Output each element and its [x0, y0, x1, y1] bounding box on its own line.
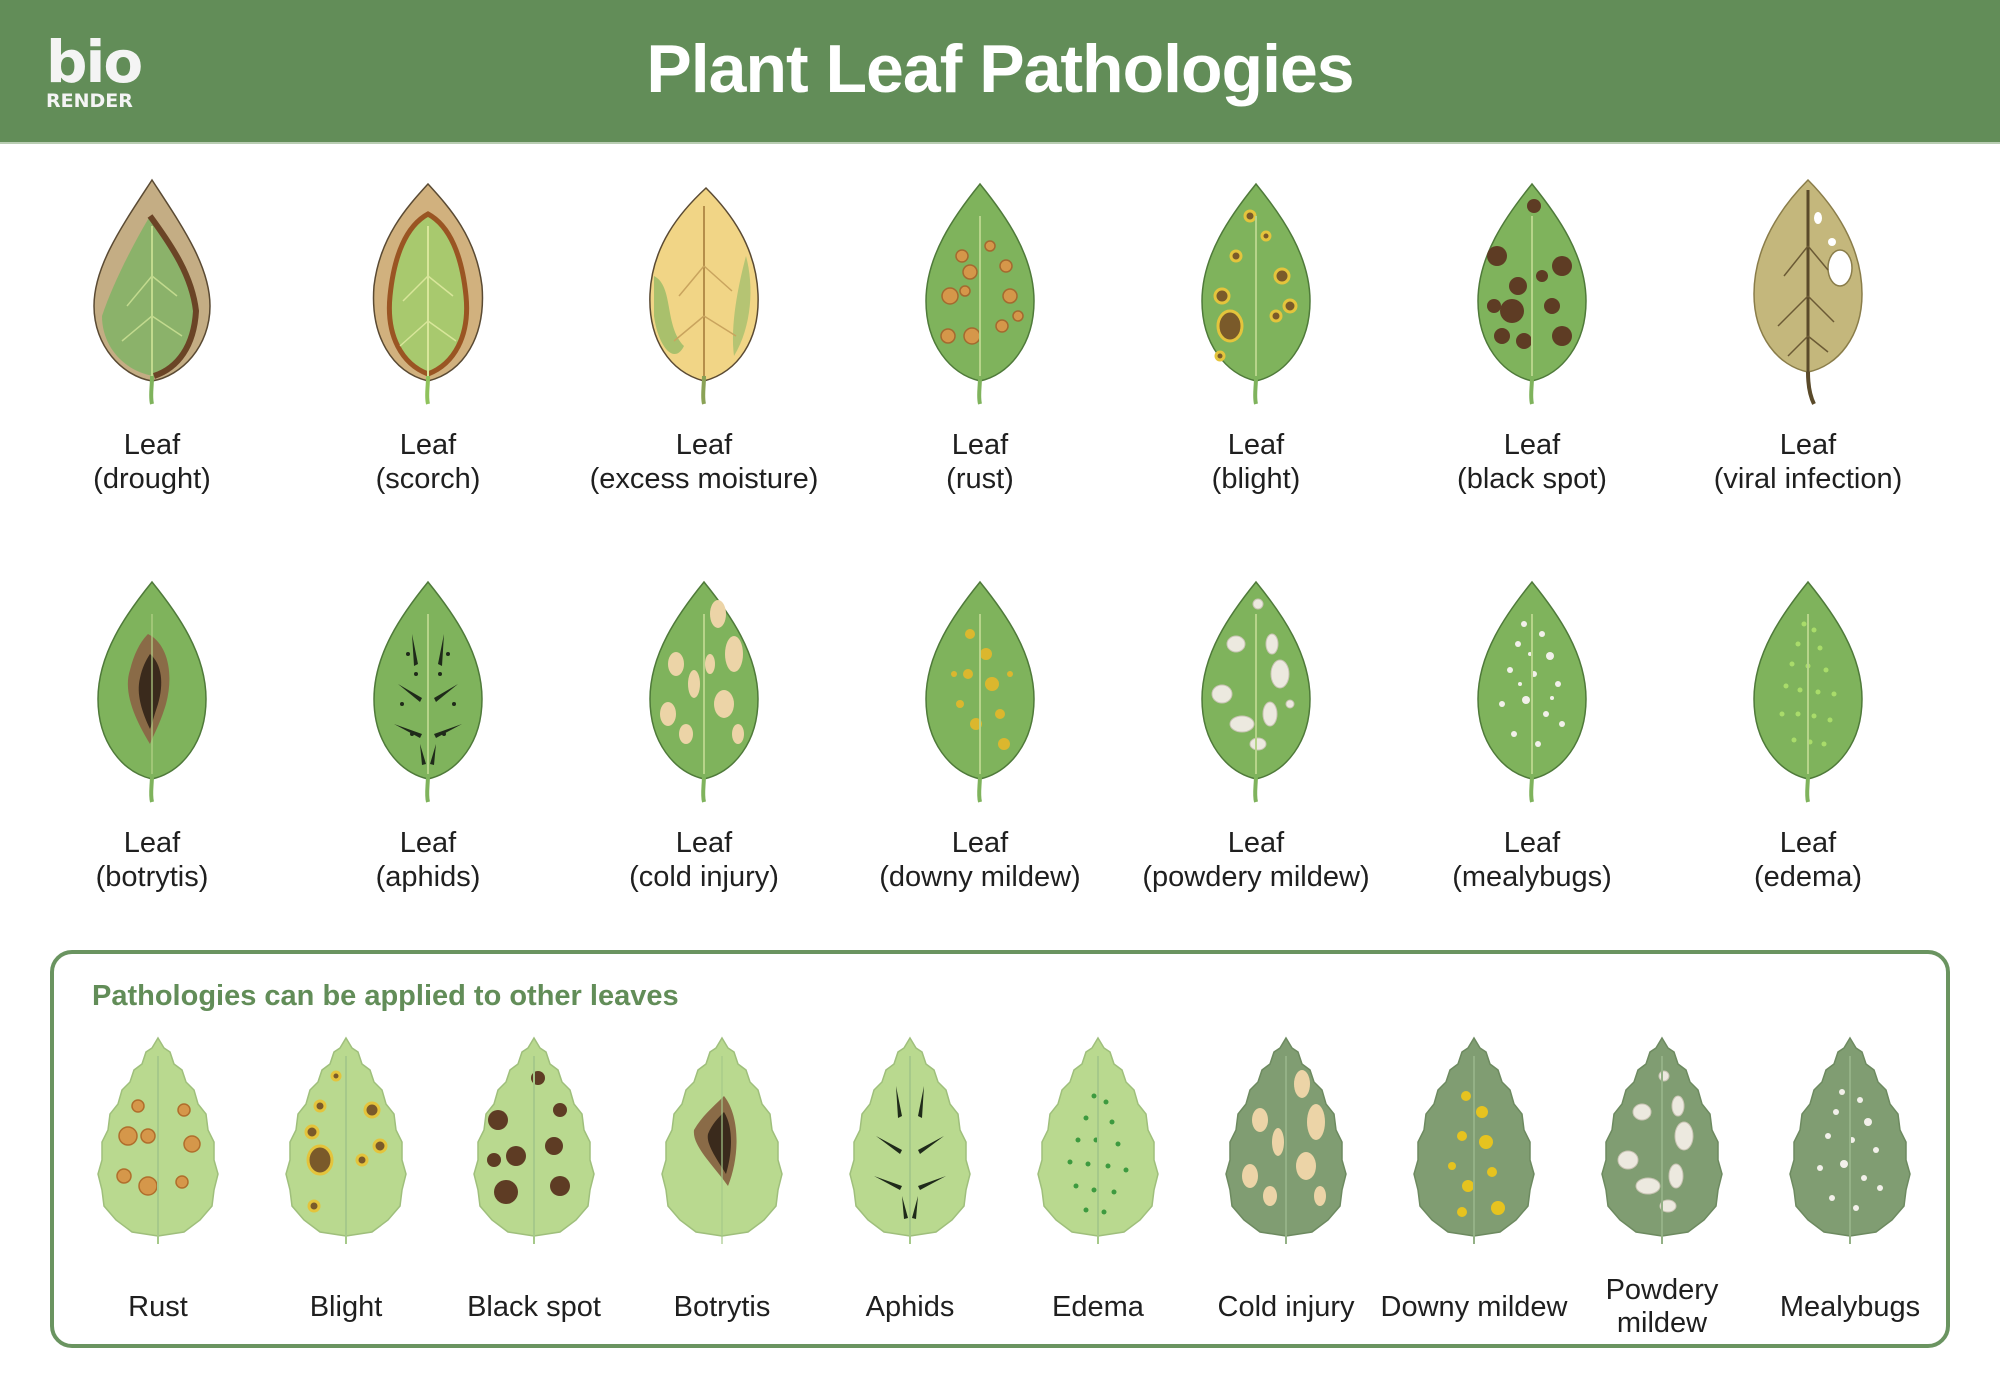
- serrated-leaf-downy-mildew-icon: [1413, 1036, 1535, 1244]
- leaf-label: Leaf(black spot): [1457, 429, 1607, 495]
- serrated-leaf-label: Downy mildew: [1380, 1290, 1568, 1323]
- leaf-excess-moisture-icon: [649, 186, 759, 405]
- serrated-leaf-label: Mealybugs: [1779, 1290, 1921, 1323]
- leaf-label: Leaf(mealybugs): [1452, 827, 1612, 893]
- leaf-label: Leaf(blight): [1211, 429, 1301, 495]
- leaf-item-rust: Leaf(rust): [842, 176, 1118, 496]
- leaf-label: Leaf(cold injury): [629, 827, 779, 893]
- serrated-leaf-blight-icon: [285, 1036, 407, 1244]
- serrated-leaf-item-powdery-mildew: Powdery mildew: [1568, 1036, 1756, 1339]
- leaf-item-black-spot: Leaf(black spot): [1394, 176, 1670, 496]
- leaf-label: Leaf(rust): [946, 429, 1014, 495]
- biorender-logo: bio RENDER: [46, 28, 143, 112]
- leaf-item-drought: Leaf(drought): [14, 176, 290, 496]
- leaf-item-excess-moisture: Leaf(excess moisture): [566, 176, 842, 496]
- serrated-leaf-label: Cold injury: [1217, 1290, 1355, 1323]
- leaf-scorch-icon: [372, 182, 484, 405]
- serrated-leaf-botrytis-icon: [661, 1036, 783, 1244]
- leaf-black-spot-icon: [1477, 182, 1587, 405]
- serrated-leaf-item-botrytis: Botrytis: [628, 1036, 816, 1323]
- leaf-item-blight: Leaf(blight): [1118, 176, 1394, 496]
- serrated-leaf-edema-icon: [1037, 1036, 1159, 1244]
- leaf-label: Leaf(scorch): [375, 429, 481, 495]
- serrated-leaf-rust-icon: [97, 1036, 219, 1244]
- leaf-label: Leaf(edema): [1754, 827, 1862, 893]
- leaf-item-edema: Leaf(edema): [1670, 574, 1946, 894]
- serrated-leaf-item-mealybugs: Mealybugs: [1756, 1036, 1944, 1323]
- leaf-label: Leaf(downy mildew): [879, 827, 1081, 893]
- serrated-leaf-label: Black spot: [467, 1290, 601, 1323]
- serrated-leaf-item-black-spot: Black spot: [440, 1036, 628, 1323]
- leaf-item-scorch: Leaf(scorch): [290, 176, 566, 496]
- leaf-item-viral-infection: Leaf(viral infection): [1670, 176, 1946, 496]
- logo-render-text: RENDER: [46, 90, 133, 112]
- other-leaves-panel: Pathologies can be applied to other leav…: [50, 950, 1950, 1348]
- leaf-item-cold-injury: Leaf(cold injury): [566, 574, 842, 894]
- serrated-leaf-item-rust: Rust: [64, 1036, 252, 1323]
- serrated-leaf-label: Rust: [128, 1290, 188, 1323]
- serrated-leaf-item-downy-mildew: Downy mildew: [1380, 1036, 1568, 1323]
- leaf-label: Leaf(aphids): [375, 827, 481, 893]
- serrated-leaf-item-edema: Edema: [1004, 1036, 1192, 1323]
- logo-bio-text: bio: [46, 28, 143, 96]
- leaf-item-powdery-mildew: Leaf(powdery mildew): [1118, 574, 1394, 894]
- serrated-leaf-label: Aphids: [865, 1290, 955, 1323]
- leaf-edema-icon: [1753, 580, 1863, 803]
- leaf-label: Leaf(drought): [93, 429, 211, 495]
- serrated-leaf-powdery-mildew-icon: [1601, 1036, 1723, 1244]
- serrated-leaf-aphids-icon: [849, 1036, 971, 1244]
- leaf-label: Leaf(powdery mildew): [1142, 827, 1370, 893]
- header-banner: bio RENDER Plant Leaf Pathologies: [0, 0, 2000, 144]
- serrated-leaf-label: Blight: [309, 1290, 383, 1323]
- leaf-item-downy-mildew: Leaf(downy mildew): [842, 574, 1118, 894]
- leaf-aphids-icon: [373, 580, 483, 803]
- leaf-label: Leaf(botrytis): [95, 827, 209, 893]
- leaf-cold-injury-icon: [649, 580, 759, 803]
- serrated-leaf-black-spot-icon: [473, 1036, 595, 1244]
- page-title: Plant Leaf Pathologies: [646, 31, 1354, 107]
- leaf-powdery-mildew-icon: [1201, 580, 1311, 803]
- leaf-drought-icon: [93, 178, 211, 405]
- serrated-leaf-cold-injury-icon: [1225, 1036, 1347, 1244]
- leaf-downy-mildew-icon: [925, 580, 1035, 803]
- leaf-item-mealybugs: Leaf(mealybugs): [1394, 574, 1670, 894]
- leaf-botrytis-icon: [97, 580, 207, 803]
- serrated-leaf-label: Botrytis: [673, 1290, 771, 1323]
- serrated-leaf-item-blight: Blight: [252, 1036, 440, 1323]
- leaf-item-aphids: Leaf(aphids): [290, 574, 566, 894]
- leaf-mealybugs-icon: [1477, 580, 1587, 803]
- leaf-viral-infection-icon: [1753, 178, 1863, 405]
- serrated-leaf-label: Edema: [1052, 1290, 1144, 1323]
- leaf-blight-icon: [1201, 182, 1311, 405]
- leaf-label: Leaf(viral infection): [1713, 429, 1903, 495]
- leaf-label: Leaf(excess moisture): [589, 429, 819, 495]
- serrated-leaf-item-aphids: Aphids: [816, 1036, 1004, 1323]
- leaf-item-botrytis: Leaf(botrytis): [14, 574, 290, 894]
- serrated-leaf-item-cold-injury: Cold injury: [1192, 1036, 1380, 1323]
- leaf-rust-icon: [925, 182, 1035, 405]
- panel-title: Pathologies can be applied to other leav…: [92, 980, 679, 1012]
- serrated-leaf-label: Powdery mildew: [1605, 1274, 1719, 1339]
- serrated-leaf-mealybugs-icon: [1789, 1036, 1911, 1244]
